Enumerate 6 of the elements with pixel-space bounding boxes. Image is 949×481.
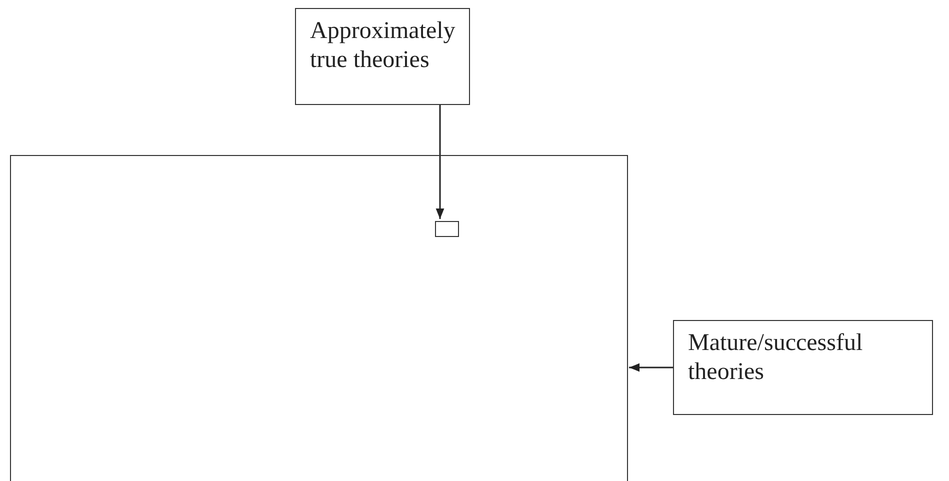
- frame-box: [10, 155, 628, 481]
- small-box: [435, 221, 459, 237]
- arrow: [436, 105, 444, 219]
- text-box: Approximately true theories: [295, 8, 470, 105]
- arrow: [629, 363, 673, 372]
- text-box: Mature/successful theories: [673, 320, 933, 415]
